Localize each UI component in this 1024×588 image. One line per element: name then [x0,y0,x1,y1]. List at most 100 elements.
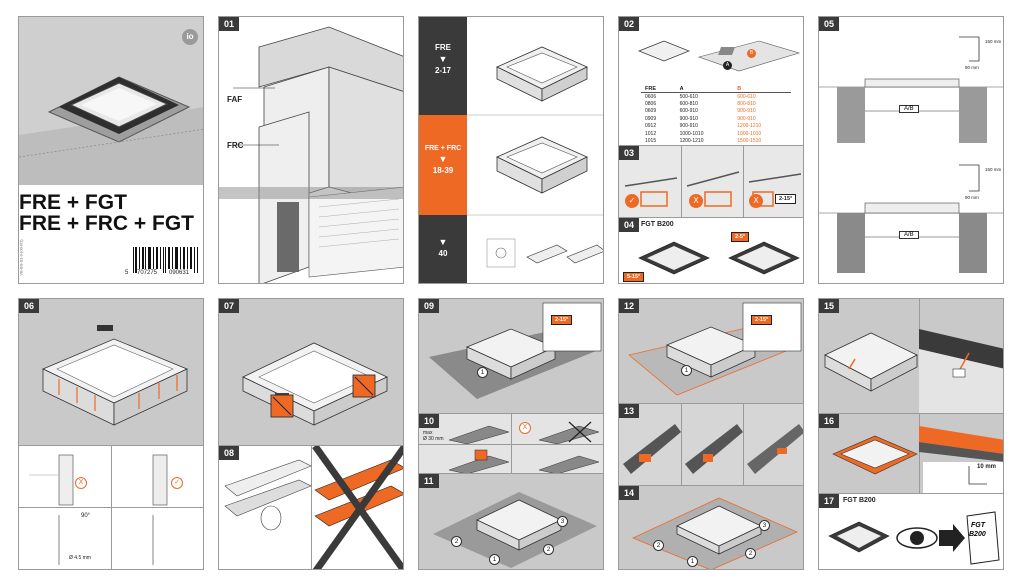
option-fre-header: FRE ▼ 2-17 [419,17,467,115]
option-illustrations [467,46,603,268]
step-number: 04 [619,218,640,232]
dim-label: Ø 30 mm [423,436,444,442]
fgt-b200-title: FGT B200 [641,221,674,228]
section-11: 11 1 2 2 3 [419,473,603,569]
skylight-illustration [242,342,388,426]
max-label: max [423,430,433,436]
drop-icon: ▼ [438,237,448,247]
step-number: 01 [219,17,240,31]
fgt-b200-title: FGT B200 [843,497,876,504]
section-10: 10 max Ø 30 mm X [419,413,603,474]
option-fre-range: 2-17 [434,66,451,75]
options-panel: FRE ▼ 2-17 FRE + FRC ▼ 18-39 ▼ 40 [418,16,604,284]
step-number: 03 [619,146,640,160]
membrane-illustration [628,302,802,396]
x-badge: X [75,477,87,489]
fgt-illustration [638,241,800,275]
step-marker: 2 [745,548,756,559]
frc-label: FRC [227,141,244,150]
seal-illustration [448,421,600,474]
fgt-doc-label2: B200 [969,531,986,538]
panel-09-10-11: 09 2-15° 1 10 max Ø 30 mm X 11 [418,298,604,570]
slope-illustration [624,171,802,207]
option-fre-frc-title: FRE + FRC [424,145,462,152]
divider [681,146,682,218]
step-number: 12 [619,299,640,313]
step-marker: 1 [681,365,692,376]
step-marker: 3 [759,520,770,531]
step-number: 05 [819,17,840,31]
fix-illustration [824,329,1003,413]
step-number: 16 [819,414,840,428]
drop-icon: ▼ [438,54,448,64]
barcode [133,247,198,273]
h-divider [19,507,203,508]
faf-label: FAF [227,95,243,104]
side-code: VB-BS-01-3-(00-R1) [18,239,24,276]
step-number: 07 [219,299,240,313]
step-number: 09 [419,299,440,313]
dim-label: 90 mm [965,65,979,70]
clean-illustration [224,446,403,569]
measure-illustration [638,40,801,72]
barcode-mid-digits: 707275 [137,270,158,276]
v-divider [919,414,920,494]
option-fre-frc-range: 18-39 [432,166,454,175]
col-fre: FRE [641,85,676,93]
v-divider [743,404,744,486]
v-divider [681,404,682,486]
section-03: 03 ✓ X X 2-15° [619,145,803,218]
dim-label: 10 mm [977,464,997,470]
section-16: 16 10 mm [819,413,1003,494]
angle-badge: 2-15° [551,315,573,325]
panel-05: 05 A/B A/B 150 mm 90 mm 150 mm 90 mm [818,16,1004,284]
refer-illustration [828,511,1000,565]
marker-a: A [723,61,732,70]
seal-steps [623,424,803,474]
cover-panel: io FRE + FGT FRE + FRC + FGT VB-BS-01-3-… [18,16,204,284]
cover-skylight-illustration [19,76,203,185]
section-17: 17 FGT B200 FGT B200 [819,493,1003,569]
option-40-header: ▼ 40 [419,215,467,283]
panel-15-16-17: 15 16 10 mm 17 FGT B200 [818,298,1004,570]
dim-label: 150 mm [985,39,1002,44]
panel-06: 06 X ✓ 90° Ø 4.5 mm [18,298,204,570]
angle-badge: 2-5° [731,232,750,242]
cover-title-line1: FRE + FGT [19,191,127,214]
step-number: 17 [819,494,840,508]
step-marker: 3 [557,516,568,527]
dim-label: 90 mm [965,195,979,200]
panel-12-13-14: 12 2-15° 1 13 14 1 2 2 3 [618,298,804,570]
x-badge: X [749,194,763,208]
step-number: 02 [619,17,640,31]
check-badge: ✓ [625,194,639,208]
step-number: 13 [619,404,640,418]
col-b: B [733,85,791,93]
option-fre-frc-header: FRE + FRC ▼ 18-39 [419,115,467,215]
option-fre-title: FRE [435,43,451,52]
step-marker: 2 [451,536,462,547]
divider [743,146,744,218]
panel-07-08: 07 08 [218,298,404,570]
fgt-doc-label1: FGT [971,522,985,529]
step-number: 11 [419,474,439,488]
screw-illustration [42,325,188,426]
diameter-label: Ø 4.5 mm [69,555,91,561]
membrane-layout [632,497,798,569]
marker-b: B [747,49,756,58]
step-marker: 1 [489,554,500,565]
h-divider [419,444,603,445]
v-divider [311,446,312,569]
step-number: 14 [619,486,640,500]
section-13: 13 [619,403,803,486]
barcode-left-digit: 5 [125,270,129,276]
step-number: 08 [219,446,240,460]
x-badge: X [519,422,531,434]
angle-label: 90° [81,513,91,519]
angle-label: 2-15° [775,194,797,204]
